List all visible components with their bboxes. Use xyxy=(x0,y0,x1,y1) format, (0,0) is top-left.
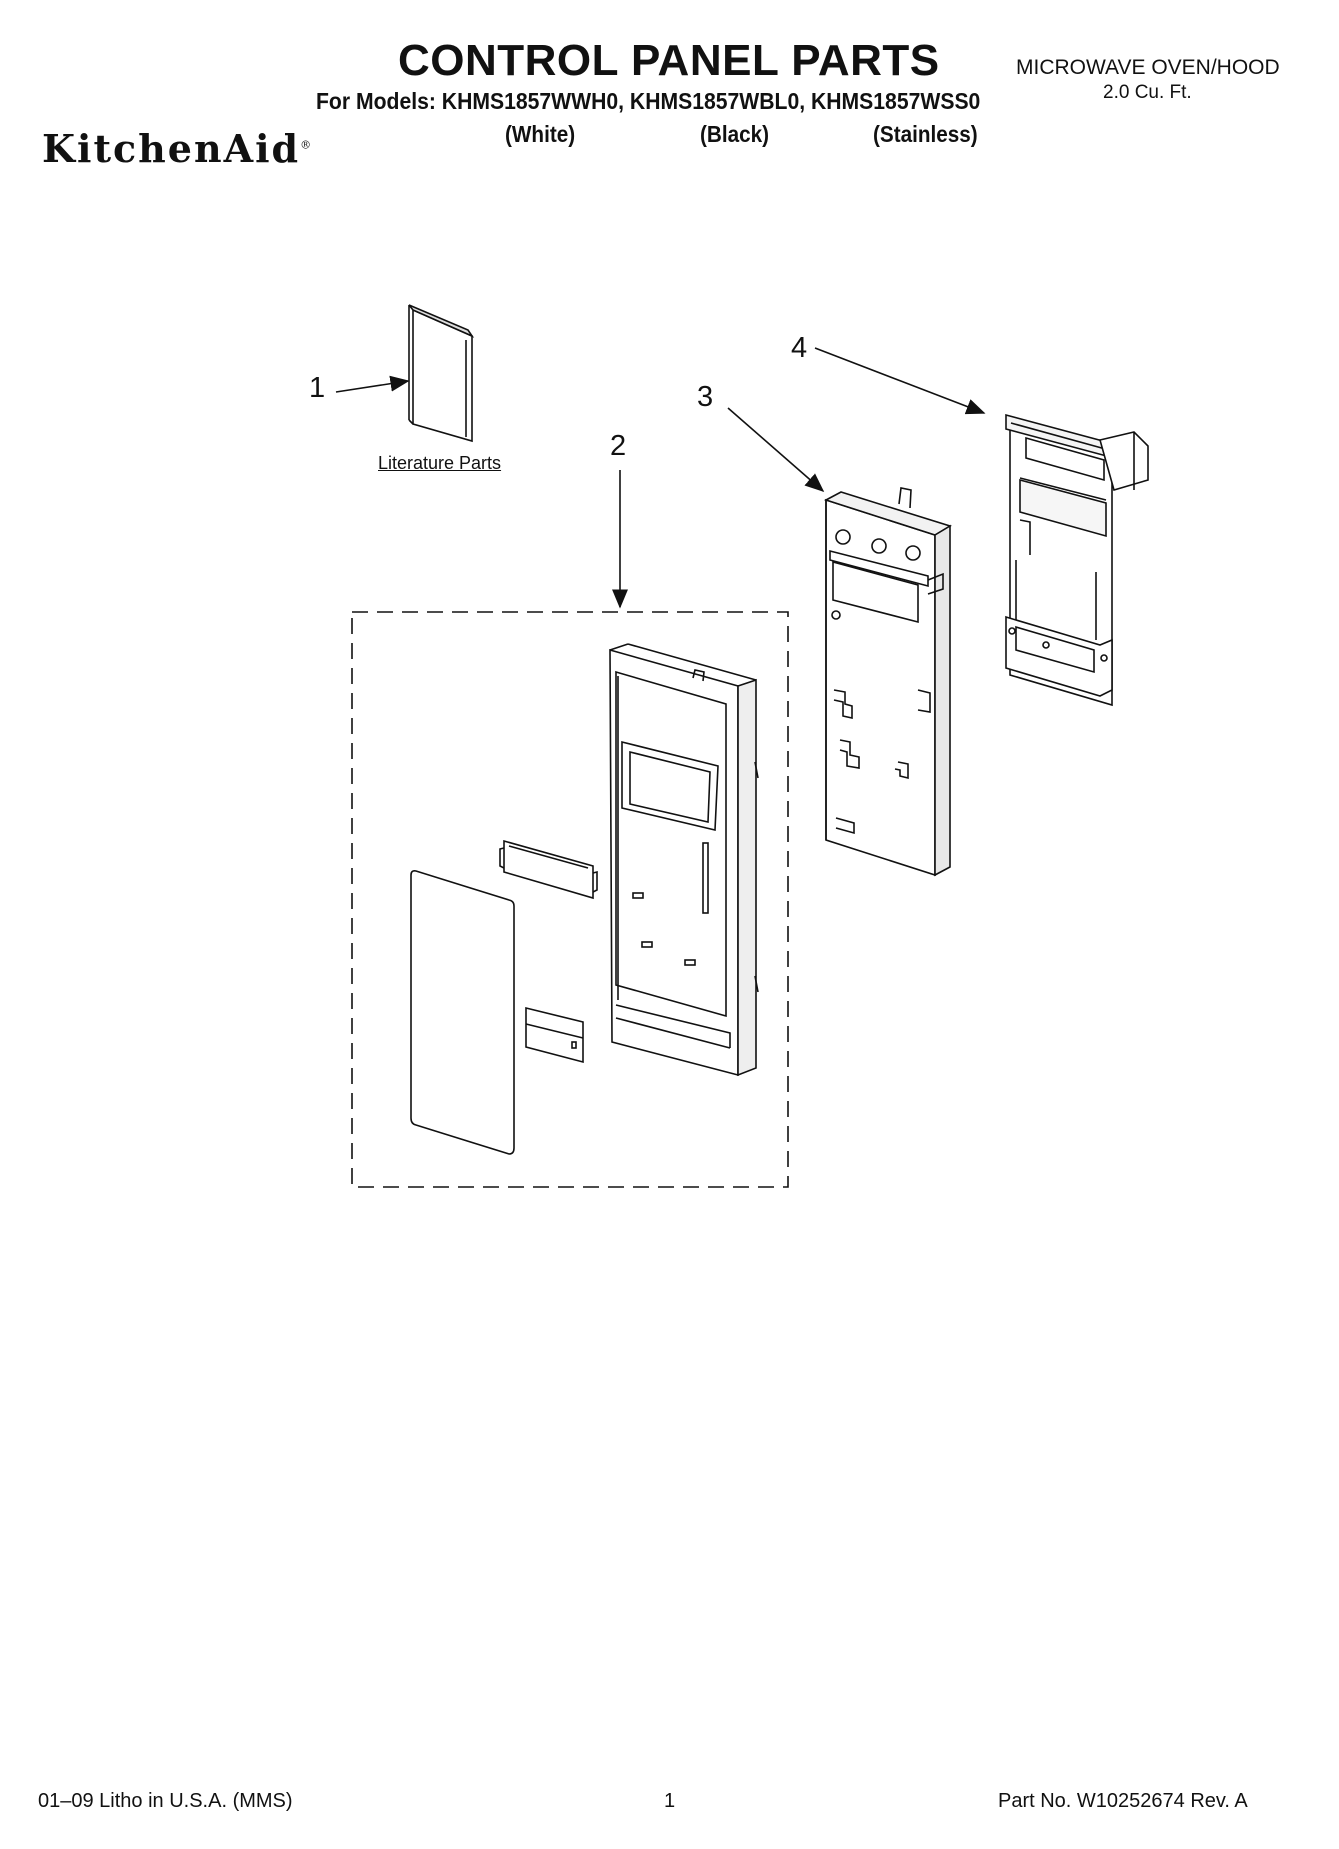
model-list: For Models: KHMS1857WWH0, KHMS1857WBL0, … xyxy=(316,88,981,114)
control-board-part-4 xyxy=(1005,413,1149,707)
variant-black: (Black) xyxy=(700,121,770,147)
product-type: MICROWAVE OVEN/HOOD xyxy=(1016,56,1280,79)
callout-1: 1 xyxy=(309,372,326,404)
product-capacity: 2.0 Cu. Ft. xyxy=(1103,82,1192,103)
callout-2: 2 xyxy=(610,430,627,462)
page-number: 1 xyxy=(664,1790,676,1812)
assembly-boundary-part-2 xyxy=(351,611,789,1188)
print-info: 01–09 Litho in U.S.A. (MMS) xyxy=(38,1790,293,1812)
page-title: CONTROL PANEL PARTS xyxy=(398,36,940,85)
display-window-piece xyxy=(499,839,598,900)
control-housing-part-3 xyxy=(823,487,952,877)
part-number: Part No. W10252674 Rev. A xyxy=(998,1790,1248,1812)
literature-parts-label: Literature Parts xyxy=(378,453,502,473)
leader-line-4 xyxy=(814,347,986,415)
callout-3: 3 xyxy=(697,381,714,413)
leader-line-3 xyxy=(727,407,825,493)
control-panel-frame xyxy=(609,643,759,1077)
variant-white: (White) xyxy=(505,121,576,147)
connector-plate xyxy=(525,1006,584,1064)
brand-logo: KitchenAid® xyxy=(42,126,312,171)
variant-stainless: (Stainless) xyxy=(873,121,978,147)
literature-booklet-part-1 xyxy=(408,304,475,443)
membrane-overlay xyxy=(410,870,515,1155)
callout-4: 4 xyxy=(791,332,808,364)
leader-line-1 xyxy=(335,375,410,393)
